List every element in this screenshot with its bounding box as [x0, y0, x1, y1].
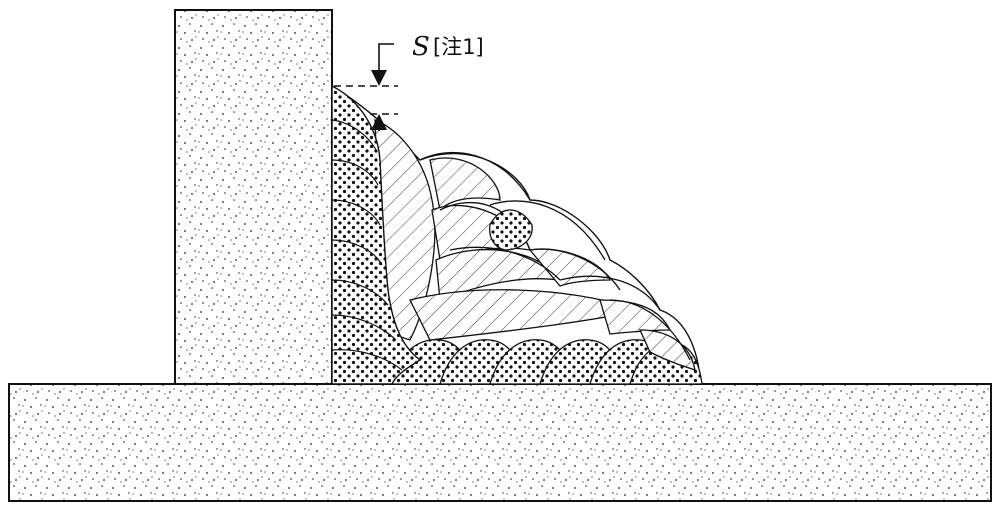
root-dotted-bead-column	[331, 84, 422, 385]
vertical-plate	[174, 9, 333, 385]
root-bead-dividers	[331, 119, 403, 371]
base-plate	[8, 383, 992, 502]
dimension-s	[334, 43, 398, 131]
arrow-up-icon	[371, 114, 387, 130]
dimension-symbol: S	[412, 32, 430, 62]
small-dotted-bead	[489, 209, 533, 251]
arrow-down-icon	[371, 70, 387, 86]
dimension-note: [注1]	[433, 35, 484, 59]
